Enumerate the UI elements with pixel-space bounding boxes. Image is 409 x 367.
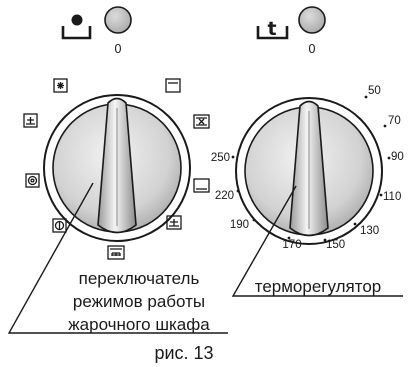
thermostat-caption: терморегулятор bbox=[255, 277, 382, 296]
mode-switch-caption-line-1: переключатель bbox=[79, 269, 200, 288]
scale-label-70: 70 bbox=[388, 115, 401, 127]
mode-switch-caption-line-3: жарочного шкафа bbox=[68, 315, 210, 334]
mode-indicator-lamp bbox=[104, 6, 132, 34]
figure-caption: рис. 13 bbox=[154, 343, 213, 363]
mode-switch-caption-line-2: режимов работы bbox=[73, 292, 205, 311]
power-symbol-icon bbox=[61, 14, 92, 40]
mode-indicator-zero: 0 bbox=[115, 42, 122, 56]
scale-label-90: 90 bbox=[391, 151, 404, 163]
mode-switch-caption: переключатель режимов работы жарочного ш… bbox=[68, 269, 210, 334]
thermostat-knob[interactable] bbox=[235, 97, 383, 245]
thermostat-scale: 50 70 90 110 130 150 170 190 220 250 bbox=[211, 85, 404, 251]
mode-switch-leader-line bbox=[7, 182, 228, 334]
scale-label-50: 50 bbox=[368, 85, 381, 97]
scale-label-170: 170 bbox=[282, 239, 301, 251]
lower-heat-icon bbox=[193, 178, 210, 193]
thermostat-leader-line bbox=[231, 185, 403, 297]
scale-label-110: 110 bbox=[383, 191, 401, 203]
ring-fan-icon bbox=[25, 173, 40, 188]
grill-icon bbox=[107, 245, 125, 260]
thermostat-indicator: t 0 bbox=[256, 6, 326, 56]
fan-icon bbox=[53, 78, 68, 93]
scale-label-130: 130 bbox=[360, 225, 379, 237]
grill-fan-icon bbox=[166, 215, 182, 230]
svg-text:t: t bbox=[267, 18, 276, 40]
bottom-heat-icon bbox=[23, 113, 38, 128]
scale-label-190: 190 bbox=[230, 219, 249, 231]
scale-label-220: 220 bbox=[215, 190, 234, 202]
thermostat-indicator-lamp bbox=[298, 6, 326, 34]
top-bottom-fan-icon bbox=[193, 114, 210, 129]
mode-icons bbox=[23, 78, 210, 260]
thermostat-indicator-zero: 0 bbox=[309, 42, 316, 56]
scale-label-150: 150 bbox=[326, 239, 345, 251]
mode-indicator: 0 bbox=[61, 6, 132, 56]
scale-label-250: 250 bbox=[211, 152, 230, 164]
top-element-icon bbox=[165, 78, 181, 93]
temperature-symbol-icon: t bbox=[256, 18, 289, 40]
fan-grill-icon bbox=[52, 218, 67, 233]
